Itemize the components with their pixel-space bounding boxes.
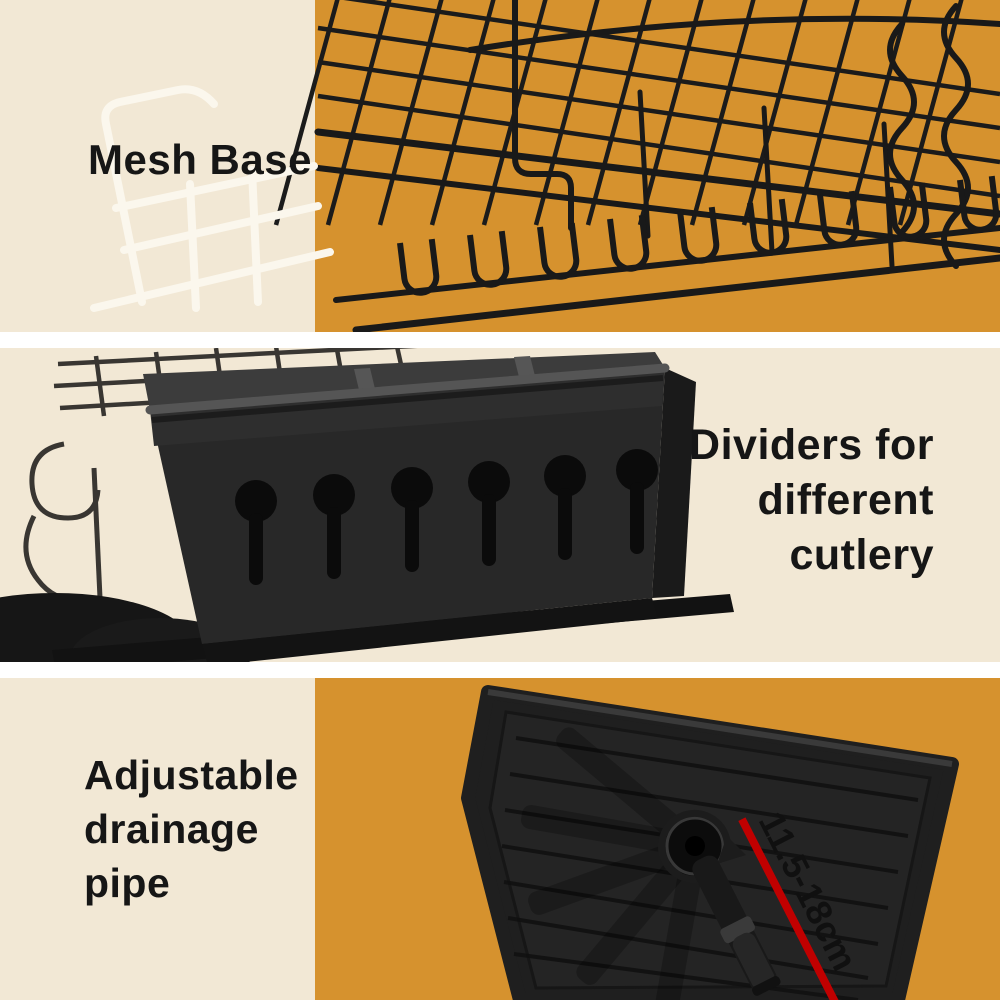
measurement-underline <box>738 817 839 1000</box>
drip-tray-photo: 11.5-18cm <box>461 685 959 1000</box>
dividers-label-line: different <box>757 476 934 525</box>
drainage-label-line: pipe <box>84 860 171 907</box>
rotation-arrow-icon <box>657 809 746 883</box>
drainage-label: Adjustable drainage pipe <box>84 748 299 910</box>
panel-divider <box>0 662 1000 678</box>
ghost-pipes <box>521 727 701 1000</box>
dividers-label-line: Dividers for <box>689 421 934 469</box>
dividers-label-line: cutlery <box>789 531 934 580</box>
panel-mesh-base: Mesh Base <box>0 0 1000 332</box>
mesh-base-label: Mesh Base <box>88 136 312 183</box>
dish-rack-photo <box>90 0 1000 332</box>
basket-divider <box>354 368 376 394</box>
white-rack-wires <box>90 85 334 312</box>
drainage-label-line: drainage <box>84 806 259 853</box>
drain-outlet-center <box>685 836 705 856</box>
panel-drainage: 11.5-18cm Adjustable drainage pipe <box>0 678 1000 1000</box>
panel-divider <box>0 332 1000 348</box>
rack-frame-wires <box>314 0 1000 332</box>
drain-pipe <box>692 855 781 996</box>
cutlery-basket <box>143 352 696 662</box>
basket-bottom-lip <box>202 598 658 662</box>
panel-dividers: Dividers for different cutlery <box>0 348 1000 662</box>
mesh-base-wires <box>273 0 1000 226</box>
cutlery-basket-photo <box>0 348 734 662</box>
drainage-label-line: Adjustable <box>84 752 299 798</box>
keyhole-cutouts <box>235 449 658 585</box>
dividers-label: Dividers for different cutlery <box>689 418 934 583</box>
